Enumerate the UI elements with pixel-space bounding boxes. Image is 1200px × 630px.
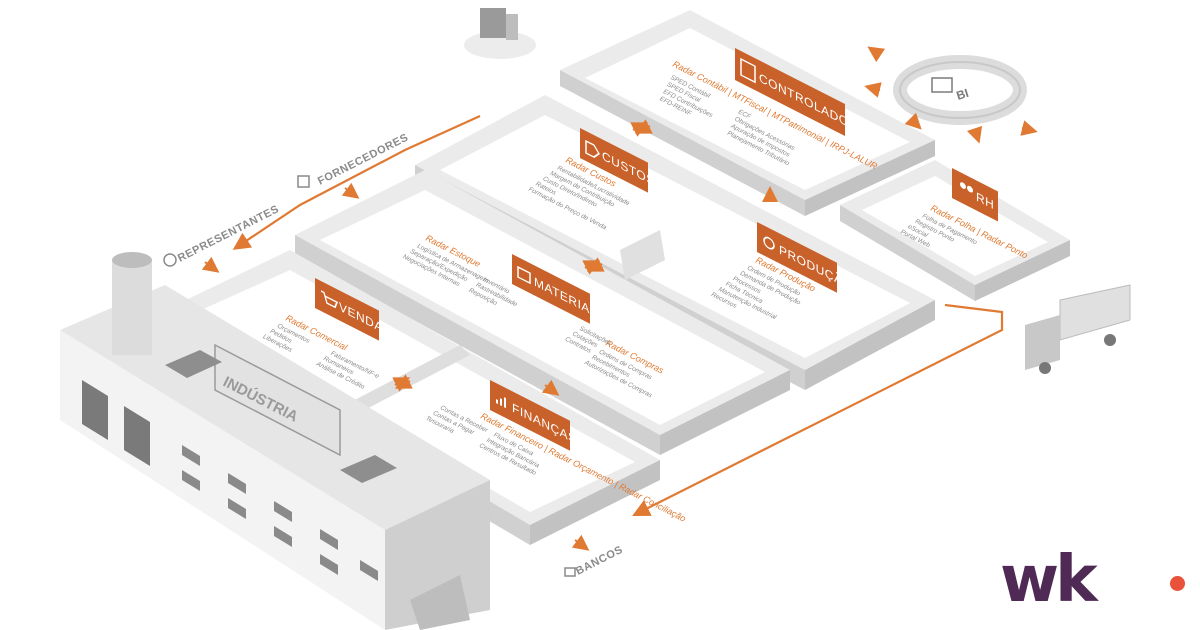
representantes-label: REPRESENTANTES [176, 203, 281, 265]
wall-inner-floor [320, 190, 765, 425]
garage-door [82, 380, 108, 440]
gears-icon [763, 236, 775, 250]
logo-dot [1170, 576, 1185, 591]
fornecedores-icon [297, 175, 310, 188]
bi-ring: BI [893, 55, 1027, 125]
wk-logo: wk [1000, 540, 1190, 620]
boxes-icon [517, 265, 531, 285]
wall-inner-floor [190, 270, 635, 512]
wall-side-right [530, 460, 660, 545]
fornecedores-label: FORNECEDORES [316, 132, 411, 188]
supplier-connection-line [232, 114, 481, 250]
representantes-icon [163, 253, 177, 267]
wall-inner-floor [585, 28, 910, 190]
module-rh: RH [952, 168, 998, 222]
bancos-icon [564, 567, 576, 577]
forklift [464, 8, 536, 59]
chart-icon [496, 397, 506, 409]
stairs [410, 575, 470, 630]
wall-side [295, 235, 660, 455]
factory-building [60, 252, 490, 630]
building-front [60, 330, 385, 630]
bancos-label: BANCOS [574, 544, 625, 578]
billboard [214, 343, 341, 457]
wall-side [560, 70, 805, 216]
flow-arrows [201, 46, 1038, 551]
calculator-icon [740, 57, 756, 84]
chimney [112, 260, 152, 355]
ac-unit [165, 350, 222, 378]
bi-label: BI [955, 86, 971, 103]
wall-inner-floor [862, 176, 1048, 276]
logo-text: wk [1000, 543, 1098, 617]
truck-connection-line [632, 303, 1004, 516]
truck [1025, 284, 1131, 374]
ac-unit [340, 455, 397, 483]
windows [182, 445, 378, 581]
tag-icon [585, 139, 600, 159]
wall-side-right [805, 300, 935, 390]
wall-side [840, 205, 975, 301]
chimney-top [112, 252, 152, 268]
people-icon [960, 182, 966, 189]
wall-side-right [660, 370, 790, 455]
garage-door [124, 406, 150, 466]
wall-divider [620, 230, 665, 280]
bi-icon [931, 77, 953, 93]
wall-side [975, 240, 1070, 301]
connection-lines [232, 114, 1004, 516]
cart-icon [321, 290, 339, 309]
wall-inner-floor [440, 115, 910, 358]
wall-side-right [805, 140, 935, 216]
